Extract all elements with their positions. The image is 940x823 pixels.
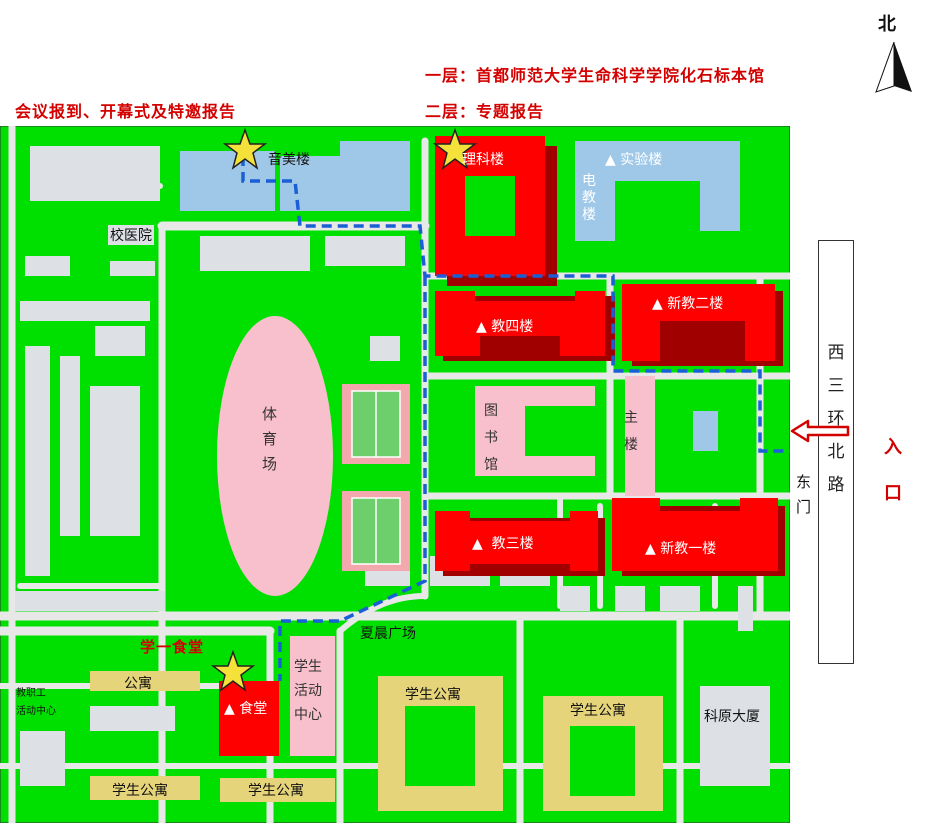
north-arrow-icon: [875, 41, 912, 93]
staff-activity-label: 教职工活动中心: [16, 688, 56, 717]
library-label: 图书馆: [484, 403, 498, 473]
entrance-label: 入口: [884, 437, 903, 504]
xinjiaoer-label: ▲ 新教二楼: [652, 296, 724, 312]
entrance-arrow-icon: [790, 419, 850, 443]
west-third-ring-road-label: 西三环北路: [818, 240, 854, 664]
xiaoyiyuan-label: 校医院: [108, 225, 154, 245]
jiaosan-label: ▲ 教三楼: [472, 536, 534, 552]
walking-route: [241, 156, 790, 681]
apartment-label-3: 学生公寓: [112, 783, 168, 799]
stadium-track: [217, 316, 333, 596]
main-building-label: 主楼: [624, 410, 638, 453]
xiachen-label: 夏晨广场: [360, 626, 416, 642]
venue-buildings: [219, 136, 785, 756]
shiyan-label: ▲ 实验楼: [605, 152, 663, 168]
star-icon: [210, 649, 256, 692]
gongyu-label: 公寓: [124, 676, 152, 692]
floor1-note: 一层：首都师范大学生命科学学院化石标本馆: [425, 66, 766, 85]
east-gate-label: 东门: [796, 473, 812, 516]
pink-areas: [217, 316, 655, 756]
north-arrow: 北: [872, 10, 912, 95]
campus-map: [0, 126, 790, 823]
tennis-courts: [342, 384, 410, 571]
meeting-note: 会议报到、开幕式及特邀报告: [15, 102, 237, 121]
activity-center-label: 学生活动中心: [294, 659, 322, 723]
xinjiaoyi-label: ▲ 新教一楼: [645, 541, 717, 557]
dianjiao-label: 电教楼: [582, 173, 596, 223]
yinmei-label: 音美楼: [268, 152, 310, 168]
canteen-note: 学一食堂: [140, 638, 205, 656]
apartment-label-4: 学生公寓: [248, 783, 304, 799]
venue-stars: [210, 127, 478, 692]
keyuan-label: 科原大厦: [704, 709, 760, 725]
apartment-label-2: 学生公寓: [570, 703, 626, 719]
like-label: 理科楼: [462, 152, 504, 168]
stadium-label: 体育场: [262, 405, 278, 473]
north-label: 北: [878, 14, 896, 35]
floor2-note: 二层：专题报告: [425, 102, 545, 121]
star-icon: [222, 127, 268, 170]
shitang-label: ▲ 食堂: [224, 701, 268, 717]
jiaosi-label: ▲ 教四楼: [476, 319, 534, 335]
star-icon: [432, 127, 478, 170]
apartment-label-1: 学生公寓: [405, 687, 461, 703]
blue-buildings: [180, 141, 740, 451]
misc-buildings: [15, 146, 770, 786]
